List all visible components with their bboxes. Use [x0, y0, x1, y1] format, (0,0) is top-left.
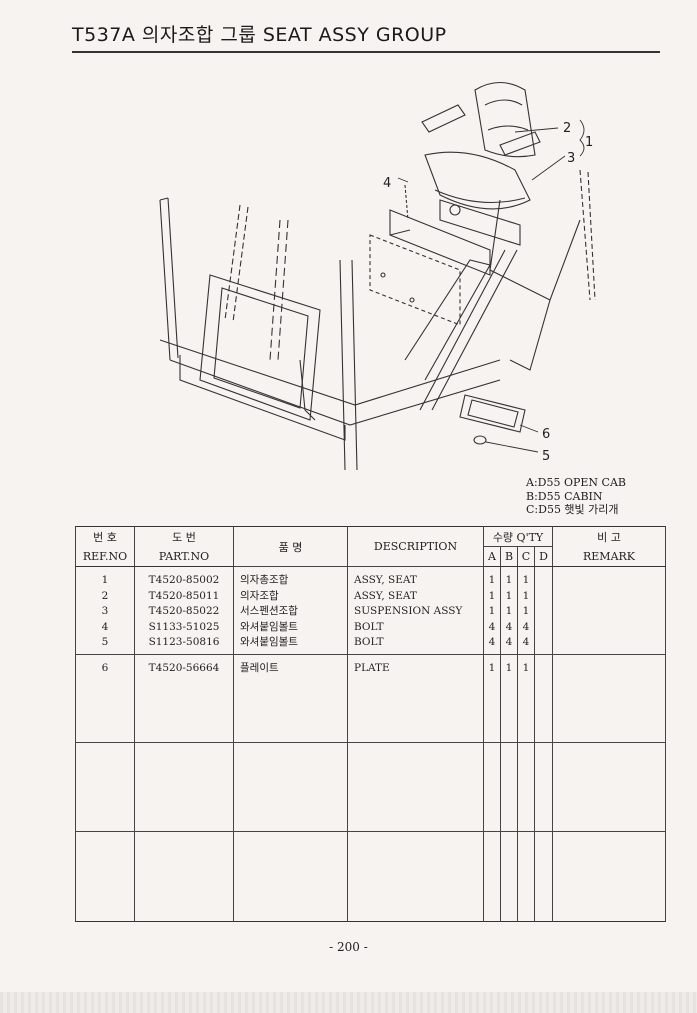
- scan-edge: [0, 992, 697, 1013]
- qty-a: 1: [488, 605, 496, 617]
- part-description: SUSPENSION ASSY: [354, 605, 463, 617]
- header-part-ko: 도 번: [134, 526, 234, 547]
- qty-c: 1: [522, 605, 530, 617]
- callout-6: 6: [542, 427, 550, 442]
- qty-a: 4: [488, 620, 496, 633]
- qty-b-column: 1 1 1 4 4: [500, 566, 518, 656]
- name-column: 의자총조합 의자조합 서스펜션조합 와셔붙임볼트 와셔붙임볼트: [233, 566, 348, 656]
- part-name-ko: 플레이트: [233, 654, 348, 744]
- qty-b: 1: [500, 654, 518, 744]
- qty-b: 1: [505, 589, 513, 602]
- part-name-ko: 의자총조합: [240, 574, 289, 586]
- header-remark-ko: 비 고: [552, 526, 667, 547]
- legend-item-a: A:D55 OPEN CAB: [526, 476, 626, 489]
- ref-no: 5: [101, 636, 109, 648]
- qty-b: 1: [505, 605, 513, 617]
- qty-c: 4: [522, 620, 530, 633]
- qty-c: 1: [522, 589, 530, 602]
- header-name-ko: 품 명: [233, 526, 348, 567]
- qty-c: 1: [522, 574, 530, 586]
- ref-column: 1 2 3 4 5: [75, 566, 135, 656]
- ref-no: 1: [101, 574, 109, 586]
- header-remark-en: REMARK: [552, 546, 667, 567]
- callout-1: 1: [585, 135, 593, 150]
- qty-d: [533, 654, 554, 744]
- header-col-b: B: [500, 546, 518, 567]
- page-title: T537A 의자조합 그룹 SEAT ASSY GROUP: [72, 24, 447, 46]
- qty-c: 1: [517, 654, 535, 744]
- part-name-ko: 와셔붙임볼트: [240, 620, 298, 633]
- part-no: S1123-50816: [148, 636, 220, 648]
- part-description: BOLT: [354, 636, 384, 648]
- callout-4: 4: [383, 176, 391, 191]
- part-description: PLATE: [347, 654, 484, 744]
- table-group-empty: [75, 831, 667, 922]
- remark: [552, 654, 667, 744]
- qty-d-column: [533, 566, 554, 656]
- part-no: T4520-85002: [148, 574, 220, 586]
- part-description: BOLT: [354, 620, 384, 633]
- title-rule: [72, 51, 660, 53]
- ref-no: 6: [75, 654, 135, 744]
- qty-a: 1: [488, 574, 496, 586]
- header-col-c: C: [517, 546, 535, 567]
- header-col-a: A: [483, 546, 501, 567]
- qty-b: 4: [505, 636, 513, 648]
- qty-a: 4: [488, 636, 496, 648]
- table-group-empty: [75, 742, 667, 832]
- part-description: ASSY, SEAT: [354, 589, 417, 602]
- part-name-ko: 서스펜션조합: [240, 605, 298, 617]
- header-description: DESCRIPTION: [347, 526, 484, 567]
- legend-item-b: B:D55 CABIN: [526, 489, 603, 503]
- part-name-ko: 의자조합: [240, 589, 279, 602]
- model-legend: A:D55 OPEN CAB B:D55 CABIN C:D55 햇빛 가리개: [526, 476, 626, 517]
- header-ref-en: REF.NO: [75, 546, 135, 567]
- qty-c-column: 1 1 1 4 4: [517, 566, 535, 656]
- header-part-en: PART.NO: [134, 546, 234, 567]
- callout-5: 5: [542, 449, 550, 464]
- ref-no: 2: [101, 589, 109, 602]
- qty-a: 1: [483, 654, 501, 744]
- header-col-d: D: [533, 546, 554, 567]
- ref-no: 3: [101, 605, 109, 617]
- seat-assembly-diagram: 1 2 3 4 5 6: [159, 81, 596, 471]
- legend-item-c: C:D55 햇빛 가리개: [526, 503, 619, 516]
- table-group: 1 2 3 4 5 T4520-85002 T4520-85011 T4520-…: [75, 566, 667, 656]
- qty-b: 1: [505, 574, 513, 586]
- callout-2: 2: [563, 121, 571, 136]
- qty-a-column: 1 1 1 4 4: [483, 566, 501, 656]
- part-no: T4520-85022: [148, 605, 220, 617]
- part-no: T4520-56664: [134, 654, 234, 744]
- part-no: S1133-51025: [148, 620, 220, 633]
- remark-column: [552, 566, 667, 656]
- desc-column: ASSY, SEAT ASSY, SEAT SUSPENSION ASSY BO…: [347, 566, 484, 656]
- header-qty: 수량 Q'TY: [482, 526, 554, 547]
- part-no: T4520-85011: [148, 589, 220, 602]
- part-name-ko: 와셔붙임볼트: [240, 636, 298, 648]
- parts-table: 번 호 도 번 품 명 DESCRIPTION 수량 Q'TY 비 고 REF.…: [75, 526, 667, 922]
- qty-b: 4: [505, 620, 513, 633]
- callout-3: 3: [567, 151, 575, 166]
- ref-no: 4: [101, 620, 109, 633]
- header-ref-ko: 번 호: [75, 526, 135, 547]
- table-group: 6 T4520-56664 플레이트 PLATE 1 1 1: [75, 654, 667, 744]
- qty-a: 1: [488, 589, 496, 602]
- qty-c: 4: [522, 636, 530, 648]
- part-column: T4520-85002 T4520-85011 T4520-85022 S113…: [134, 566, 234, 656]
- part-description: ASSY, SEAT: [354, 574, 417, 586]
- page-number: - 200 -: [329, 940, 368, 954]
